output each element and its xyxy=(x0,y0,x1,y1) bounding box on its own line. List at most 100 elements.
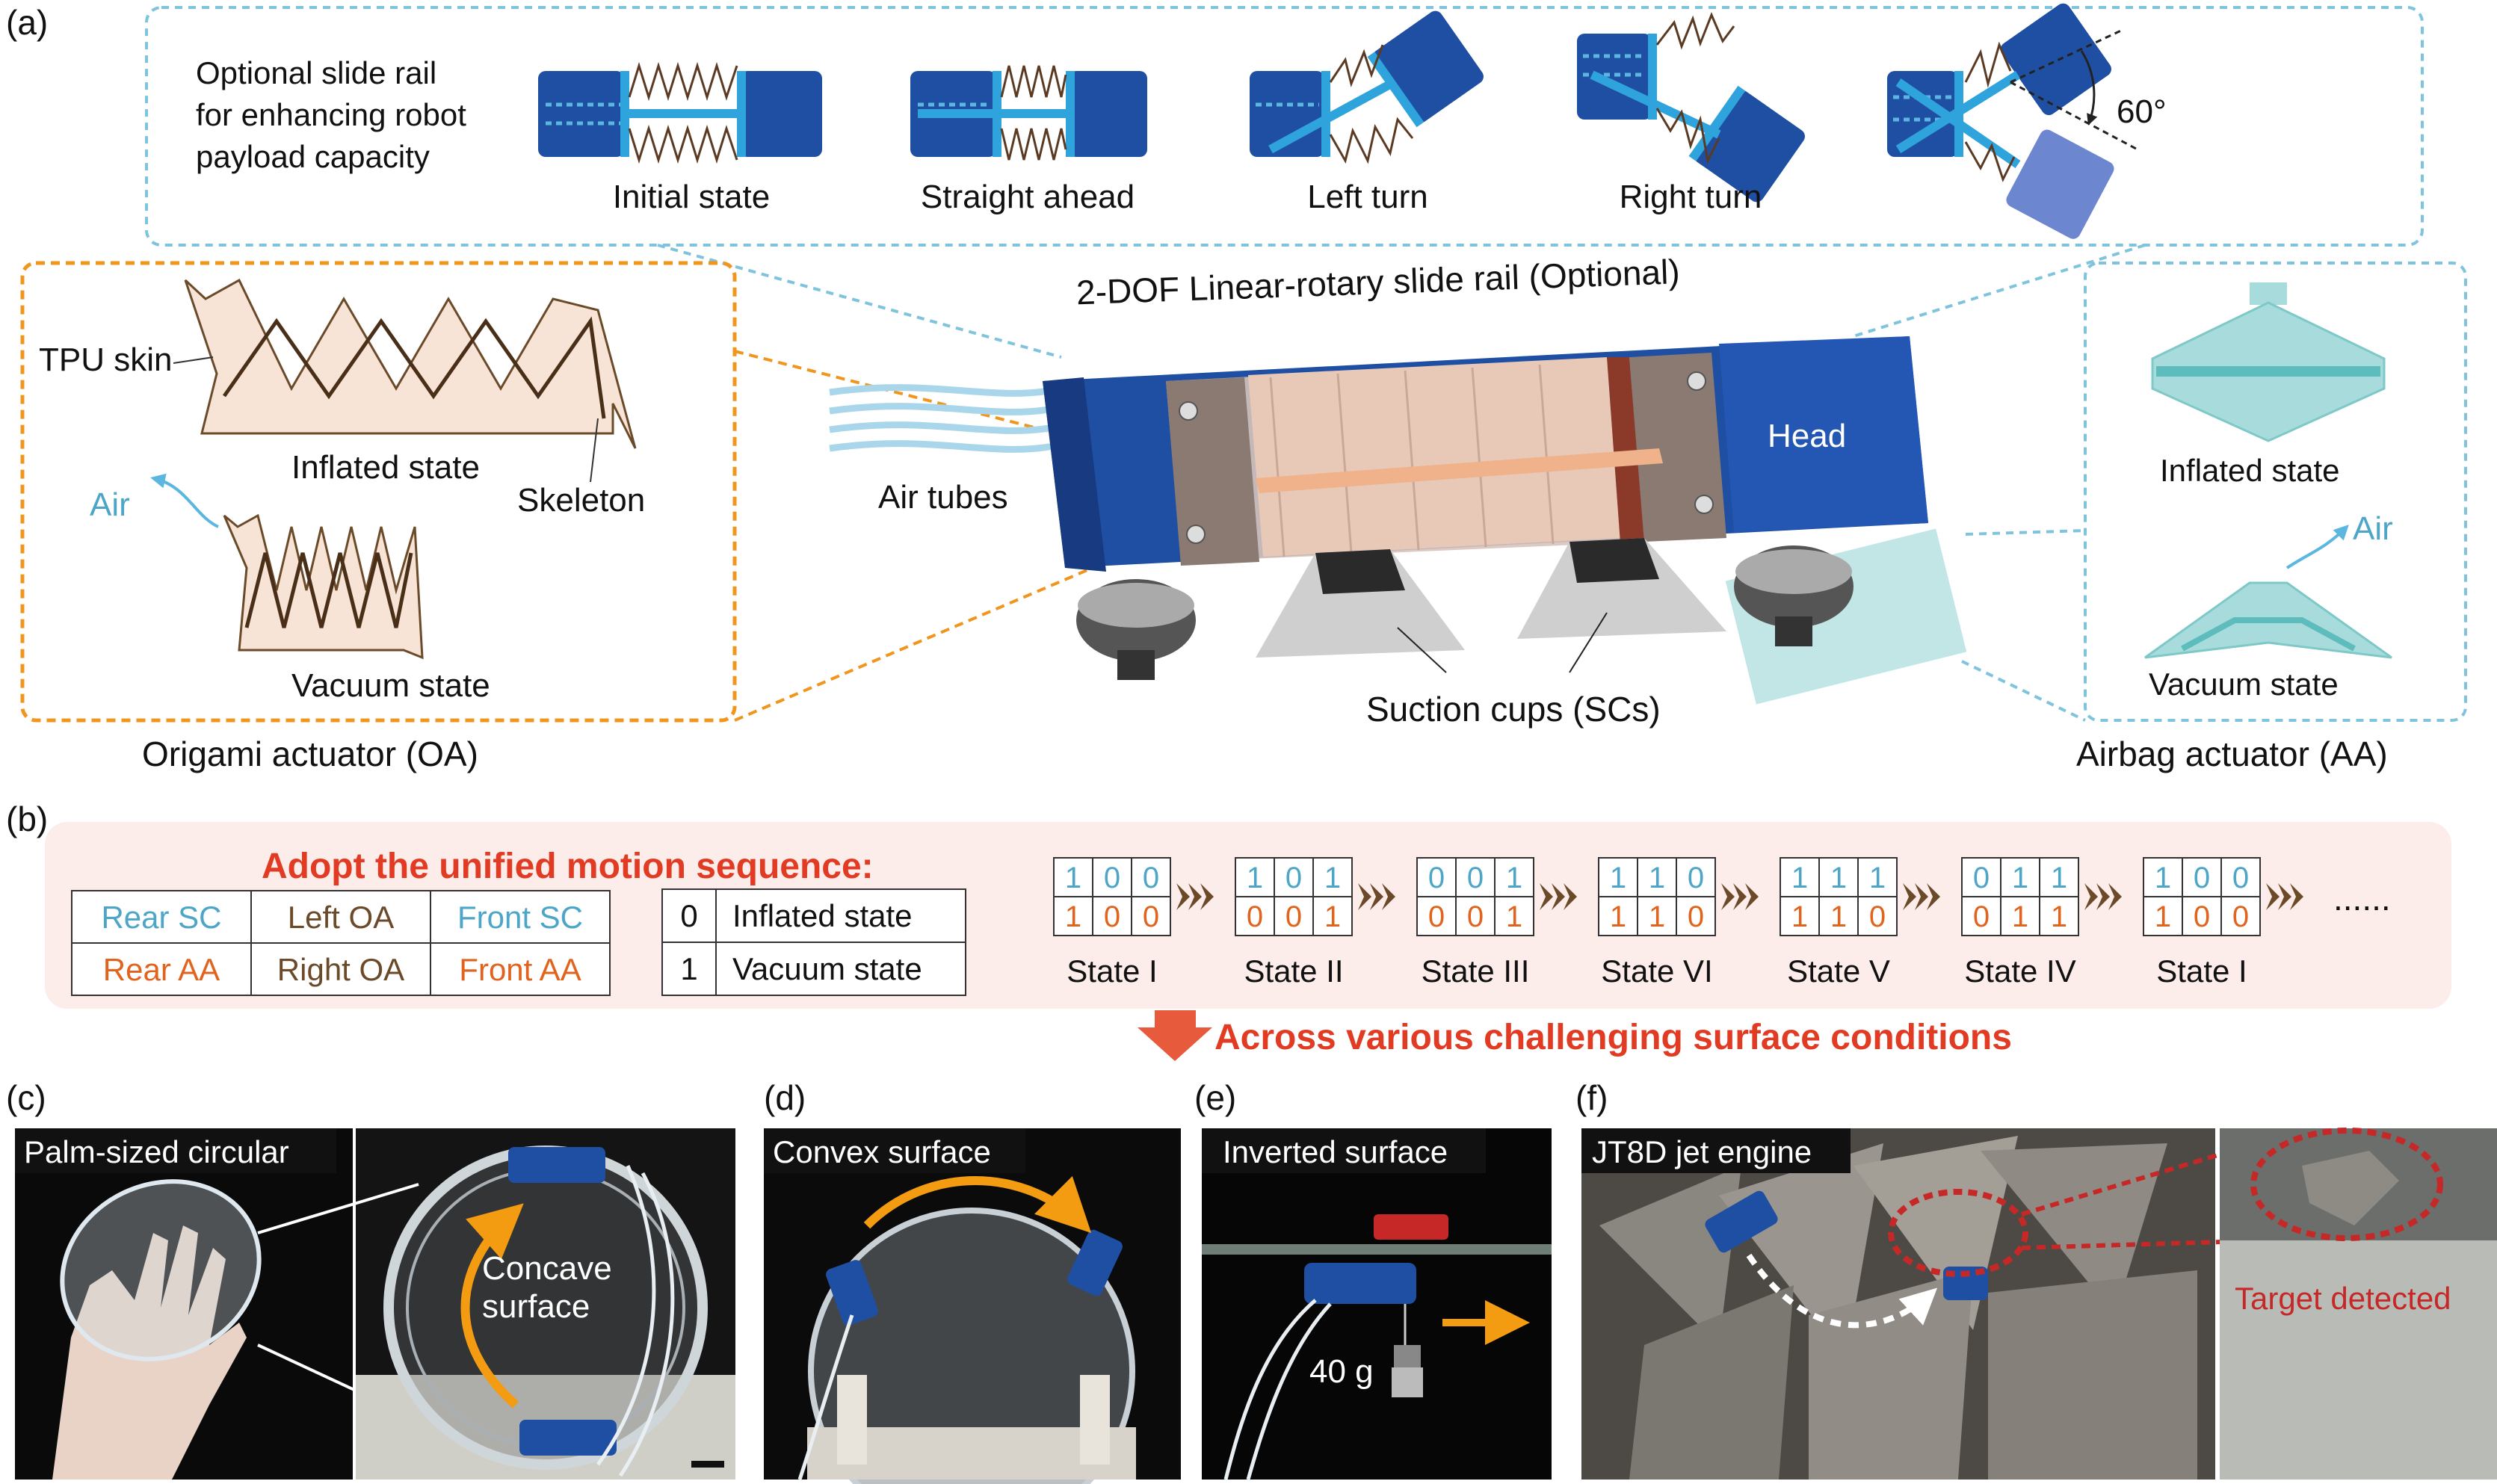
engine-robot-1 xyxy=(1705,1190,1778,1253)
state-bit: 0 xyxy=(2232,862,2249,894)
legend-front-sc: Front SC xyxy=(457,900,583,935)
detected-debris xyxy=(2302,1151,2399,1225)
key-text-0: Inflated state xyxy=(732,898,913,933)
label-e: Inverted surface xyxy=(1223,1134,1448,1169)
aa-inflated-diagram xyxy=(2151,282,2386,442)
state-bit: 1 xyxy=(1610,862,1626,894)
convex-scene xyxy=(797,1208,1136,1484)
state-bit: 0 xyxy=(1285,900,1302,933)
chevron-icon xyxy=(1927,883,1940,910)
rail-left-turn-diagram xyxy=(1250,10,1484,164)
state-bit: 1 xyxy=(1830,900,1847,933)
state-bit: 0 xyxy=(2232,900,2249,933)
state-bit: 0 xyxy=(1688,900,1704,933)
concave-arrow-up xyxy=(460,1203,524,1409)
convex-arrow xyxy=(863,1175,1092,1234)
chevron-icon xyxy=(1188,883,1202,910)
front-airbag xyxy=(1734,545,1854,646)
rail-state-label-straight: Straight ahead xyxy=(921,179,1135,215)
state-bit: 0 xyxy=(1428,900,1445,933)
state-bit: 0 xyxy=(1973,862,1990,894)
state-label: State IV xyxy=(1964,953,2075,989)
state-bit: 0 xyxy=(1973,900,1990,933)
panel-f-tag: (f) xyxy=(1575,1078,1608,1117)
key-code-0: 0 xyxy=(680,898,697,933)
panel-c-tag: (c) xyxy=(6,1078,46,1117)
oa-air-arrow xyxy=(150,473,219,528)
rail-state-label-right: Right turn xyxy=(1620,179,1762,215)
angle-label: 60° xyxy=(2117,93,2167,130)
state-bit: 0 xyxy=(1428,862,1445,894)
state-bit: 1 xyxy=(1506,900,1522,933)
panel-d-tag: (d) xyxy=(764,1078,806,1117)
slide-rail-box xyxy=(145,6,2424,247)
state-bit: 1 xyxy=(2155,862,2171,894)
state-label: State V xyxy=(1787,953,1890,989)
state-bit: 1 xyxy=(1247,862,1263,894)
rear-airbag xyxy=(1076,579,1196,680)
label-e-box xyxy=(1202,1128,1486,1173)
hand-with-dish xyxy=(52,1179,262,1480)
scale-bar xyxy=(691,1461,724,1468)
legend-right-oa: Right OA xyxy=(277,952,404,987)
oa-inflated: Inflated state xyxy=(291,449,480,486)
chevron-icon xyxy=(1915,883,1928,910)
state-bit: 1 xyxy=(1791,900,1808,933)
front-suction-cup xyxy=(1517,538,1726,639)
chevron-icon xyxy=(1370,883,1383,910)
chevron-icon xyxy=(2108,883,2122,910)
legend-table xyxy=(71,890,611,996)
state-bit: 0 xyxy=(1285,862,1302,894)
state-bit: 1 xyxy=(1610,900,1626,933)
state-bit: 1 xyxy=(2012,900,2028,933)
air-tubes xyxy=(829,384,1062,453)
chevron-icon xyxy=(1903,883,1916,910)
oa-caption: Origami actuator (OA) xyxy=(142,735,478,773)
state-bit: 0 xyxy=(1467,862,1484,894)
target-circle-small xyxy=(1888,1189,2028,1277)
conclusion-text: Across various challenging surface condi… xyxy=(1214,1018,2012,1057)
oa-vacuum: Vacuum state xyxy=(291,667,490,704)
state-bit: 0 xyxy=(1688,862,1704,894)
key-text-1: Vacuum state xyxy=(732,951,922,986)
state-bit: 1 xyxy=(2051,900,2067,933)
legend-rear-sc: Rear SC xyxy=(101,900,221,935)
rail-note-line1: Optional slide rail xyxy=(196,55,436,90)
label-d-box xyxy=(764,1128,1025,1173)
state-bit: 1 xyxy=(1324,900,1341,933)
panel-b-tag: (b) xyxy=(6,800,48,838)
concave-line2: surface xyxy=(482,1288,590,1325)
rail-straight-state-diagram xyxy=(910,65,1147,161)
origami-actuator-box xyxy=(20,261,737,723)
inverted-scene xyxy=(1202,1214,1552,1480)
state-bit: 1 xyxy=(2155,900,2171,933)
chevron-icon xyxy=(1721,883,1735,910)
target-circle-large xyxy=(2250,1128,2443,1241)
legend-rear-aa: Rear AA xyxy=(103,952,220,987)
state-label: State III xyxy=(1422,953,1530,989)
state-bit: 0 xyxy=(1467,900,1484,933)
rail-note-line3: payload capacity xyxy=(196,139,430,174)
label-c-box xyxy=(15,1128,336,1173)
legend-left-oa: Left OA xyxy=(288,900,394,935)
state-bit: 1 xyxy=(1065,862,1081,894)
state-bit: 1 xyxy=(1324,862,1341,894)
chevron-icon xyxy=(1176,883,1190,910)
weight-label: 40 g xyxy=(1309,1353,1374,1390)
state-bit: 0 xyxy=(1104,862,1120,894)
rail-turn-range-diagram xyxy=(1887,3,2138,239)
state-bit: 1 xyxy=(1649,900,1665,933)
state-bit: 0 xyxy=(2194,862,2210,894)
suction-cups-label: Suction cups (SCs) xyxy=(1366,690,1661,729)
chevron-icon xyxy=(2266,883,2280,910)
state-bit: 1 xyxy=(1869,862,1886,894)
rail-state-label-initial: Initial state xyxy=(613,179,770,215)
chevron-icon xyxy=(1540,883,1553,910)
rail-note-line2: for enhancing robot xyxy=(196,97,466,132)
aa-inflated: Inflated state xyxy=(2160,453,2340,488)
oa-tpu-skin: TPU skin xyxy=(39,341,172,378)
state-bit: 1 xyxy=(2051,862,2067,894)
chevron-icon xyxy=(1745,883,1759,910)
